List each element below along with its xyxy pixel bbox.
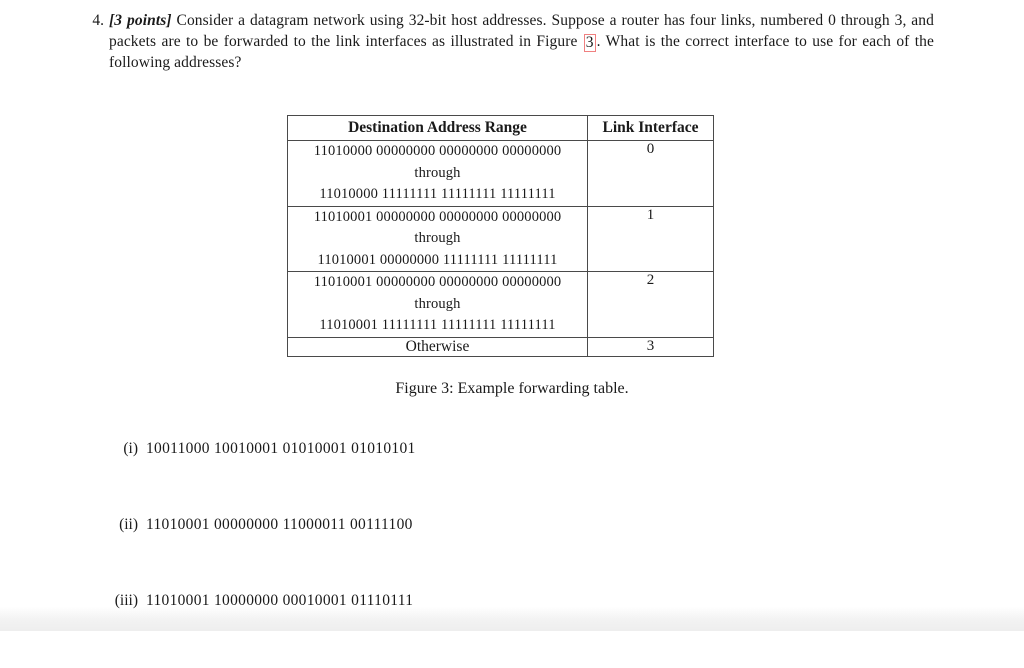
question-text: [3 points] Consider a datagram network u… bbox=[109, 10, 934, 73]
question-text-part1: Consider a datagram network using 32-bit… bbox=[109, 12, 934, 50]
item-address-value: 11010001 10000000 00010001 01110111 bbox=[146, 592, 414, 609]
table-row: 11010000 00000000 00000000 00000000 thro… bbox=[287, 140, 714, 207]
range-start-address: 11010000 00000000 00000000 00000000 bbox=[313, 143, 562, 159]
list-item: (iii) 11010001 10000000 00010001 0111011… bbox=[100, 592, 700, 668]
figure-reference-link[interactable]: 3 bbox=[583, 34, 596, 52]
question-number: 4. bbox=[92, 12, 104, 29]
through-label: through bbox=[414, 230, 461, 246]
through-label: through bbox=[414, 295, 461, 312]
item-address-value: 10011000 10010001 01010001 01010101 bbox=[146, 440, 416, 457]
item-label: (i) bbox=[123, 440, 138, 457]
address-range-cell: 11010001 00000000 00000000 00000000 thro… bbox=[287, 271, 588, 338]
question-text-part2: . What is the correct interface to use f… bbox=[109, 33, 934, 71]
through-label: through bbox=[414, 164, 461, 181]
item-address-value: 11010001 00000000 11000011 00111100 bbox=[146, 516, 413, 533]
link-interface-cell: 0 bbox=[587, 140, 714, 207]
table-row: 11010001 00000000 00000000 00000000 thro… bbox=[287, 205, 714, 272]
range-end-address: 11010001 11111111 11111111 11111111 bbox=[319, 317, 556, 333]
address-range-cell: 11010001 00000000 00000000 00000000 thro… bbox=[287, 205, 588, 272]
address-items-list: (i) 10011000 10010001 01010001 01010101 … bbox=[100, 440, 700, 668]
question-block: 4. [3 points] Consider a datagram networ… bbox=[78, 10, 934, 73]
document-page: 4. [3 points] Consider a datagram networ… bbox=[0, 10, 1024, 631]
column-header-link-interface: Link Interface bbox=[587, 115, 714, 141]
column-header-destination-address-range: Destination Address Range bbox=[287, 115, 588, 141]
list-item: (i) 10011000 10010001 01010001 01010101 bbox=[100, 440, 700, 516]
points-label: [3 points] bbox=[109, 12, 172, 29]
otherwise-label-cell: Otherwise bbox=[287, 336, 588, 357]
table-row: 11010001 00000000 00000000 00000000 thro… bbox=[287, 271, 714, 338]
link-interface-cell: 1 bbox=[587, 205, 714, 272]
item-label: (iii) bbox=[114, 592, 138, 609]
item-label: (ii) bbox=[119, 516, 138, 533]
range-start-address: 11010001 00000000 00000000 00000000 bbox=[313, 274, 562, 290]
table-header-row: Destination Address Range Link Interface bbox=[287, 115, 714, 141]
otherwise-link-interface-cell: 3 bbox=[587, 336, 714, 357]
link-interface-cell: 2 bbox=[587, 271, 714, 338]
table-row-otherwise: Otherwise 3 bbox=[287, 336, 714, 357]
list-item: (ii) 11010001 00000000 11000011 00111100 bbox=[100, 516, 700, 592]
forwarding-table-container: Destination Address Range Link Interface… bbox=[287, 115, 714, 357]
range-end-address: 11010000 11111111 11111111 11111111 bbox=[319, 186, 556, 202]
forwarding-table: Destination Address Range Link Interface… bbox=[287, 115, 714, 357]
range-start-address: 11010001 00000000 00000000 00000000 bbox=[313, 208, 562, 225]
address-range-cell: 11010000 00000000 00000000 00000000 thro… bbox=[287, 140, 588, 207]
range-end-address: 11010001 00000000 11111111 11111111 bbox=[317, 251, 558, 268]
figure-caption: Figure 3: Example forwarding table. bbox=[395, 380, 629, 397]
